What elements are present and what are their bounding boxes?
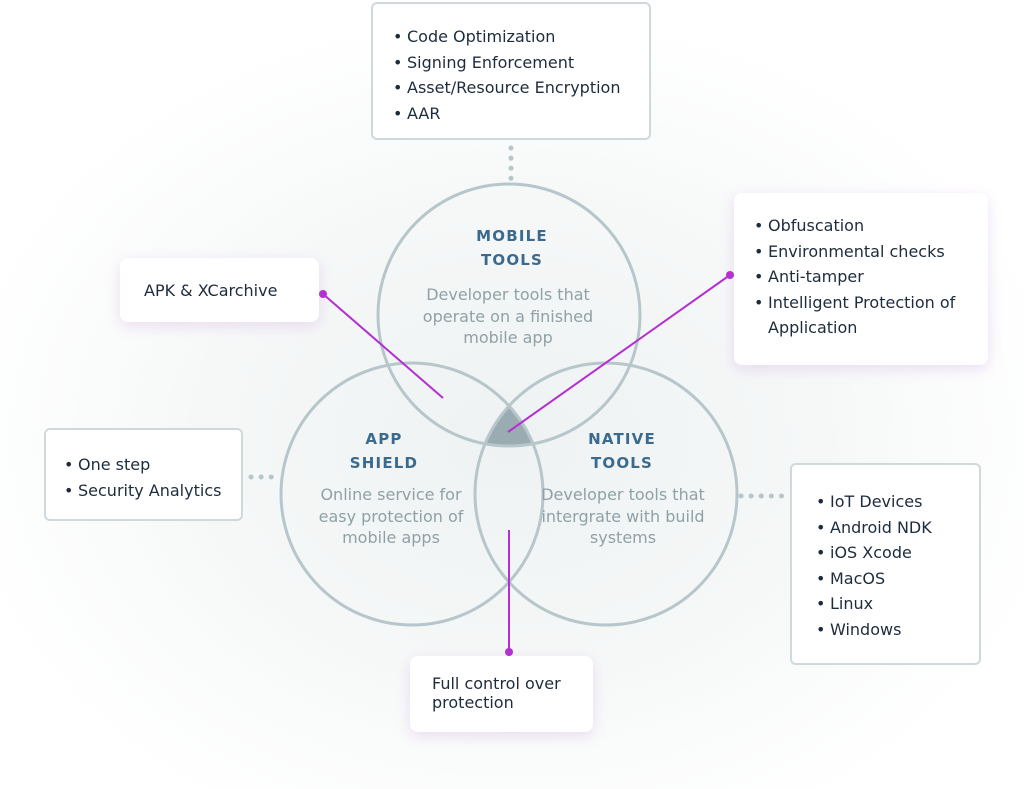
list-item: AAR (393, 101, 649, 127)
native-tools-title: NATIVE TOOLS (522, 427, 722, 475)
app-shield-title-line1: APP (365, 430, 403, 448)
top-features-box: Code Optimization Signing Enforcement As… (371, 2, 651, 140)
mobile-tools-title: MOBILE TOOLS (412, 224, 612, 272)
list-item: Intelligent Protection of Application (754, 290, 980, 341)
app-shield-title-line2: SHIELD (349, 454, 419, 472)
list-item: Windows (816, 617, 979, 643)
obfuscation-connector (507, 274, 731, 433)
full-control-text: Full control over protection (432, 674, 561, 712)
native-tools-title-line1: NATIVE (588, 430, 656, 448)
app-shield-description: Online service for easy protection of mo… (318, 485, 464, 547)
obfuscation-connector-dot (726, 271, 734, 279)
bottom-connector-dot (505, 648, 513, 656)
list-item: Android NDK (816, 515, 979, 541)
list-item: IoT Devices (816, 489, 979, 515)
platforms-list: IoT Devices Android NDK iOS Xcode MacOS … (816, 489, 979, 642)
list-item: Environmental checks (754, 239, 980, 265)
mobile-tools-title-line1: MOBILE (476, 227, 548, 245)
list-item: Anti-tamper (754, 264, 980, 290)
list-item: Code Optimization (393, 24, 649, 50)
mobile-tools-circle (376, 182, 642, 448)
apk-connector (322, 293, 444, 399)
list-item: Asset/Resource Encryption (393, 75, 649, 101)
obfuscation-list: Obfuscation Environmental checks Anti-ta… (754, 213, 980, 341)
apk-connector-dot (319, 290, 327, 298)
top-features-list: Code Optimization Signing Enforcement As… (393, 24, 649, 126)
list-item: Signing Enforcement (393, 50, 649, 76)
list-item: MacOS (816, 566, 979, 592)
mobile-tools-title-line2: TOOLS (480, 251, 544, 269)
full-control-box: Full control over protection (410, 656, 593, 732)
app-shield-circle (279, 361, 545, 627)
list-item: One step (64, 452, 241, 478)
obfuscation-box: Obfuscation Environmental checks Anti-ta… (734, 193, 988, 365)
native-tools-title-line2: TOOLS (590, 454, 654, 472)
left-features-box: One step Security Analytics (44, 428, 243, 521)
list-item: Linux (816, 591, 979, 617)
apk-box: APK & XCarchive (120, 258, 319, 322)
apk-text: APK & XCarchive (144, 281, 278, 300)
app-shield-title: APP SHIELD (284, 427, 484, 475)
list-item: iOS Xcode (816, 540, 979, 566)
list-item: Obfuscation (754, 213, 980, 239)
platforms-box: IoT Devices Android NDK iOS Xcode MacOS … (790, 463, 981, 665)
mobile-tools-description: Developer tools that operate on a finish… (422, 285, 594, 347)
list-item: Security Analytics (64, 478, 241, 504)
native-tools-description: Developer tools that intergrate with bui… (541, 485, 705, 547)
left-features-list: One step Security Analytics (64, 452, 241, 503)
